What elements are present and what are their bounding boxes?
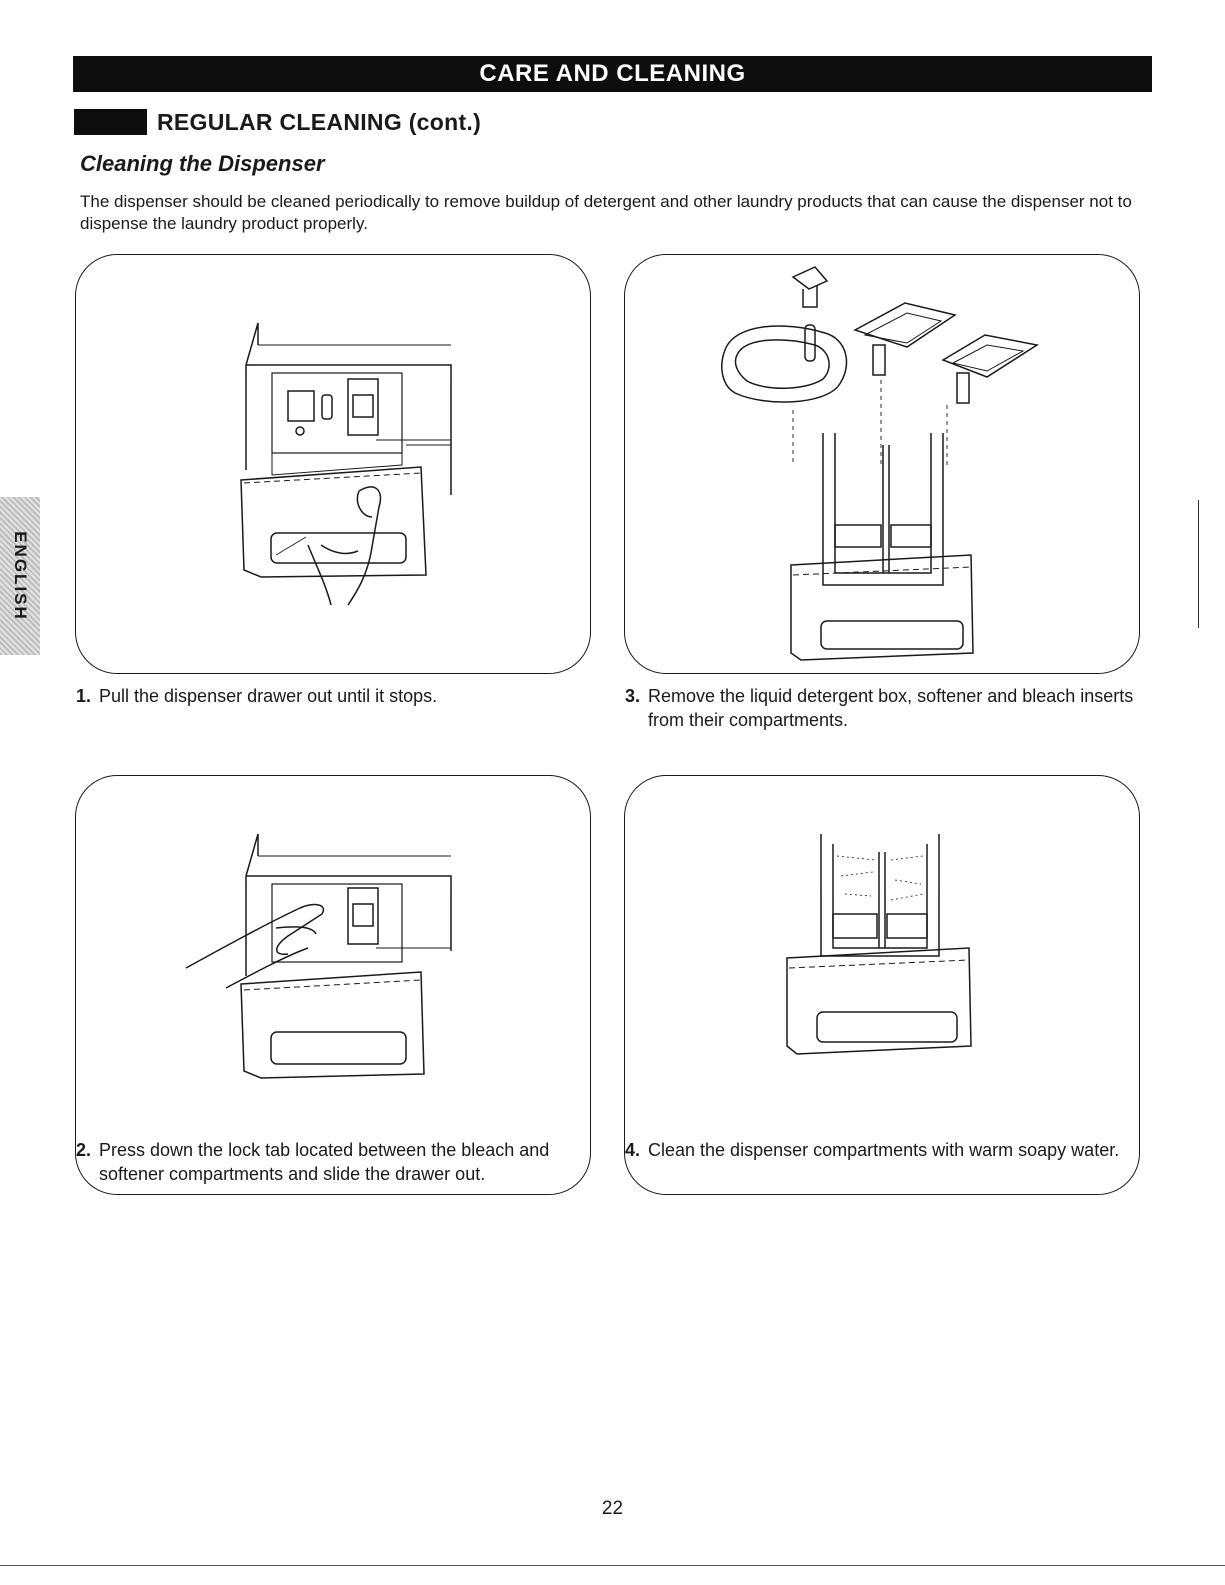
page-number: 22 xyxy=(601,1498,624,1519)
step-4: 4. Clean the dispenser compartments with… xyxy=(625,1138,1145,1162)
step-number: 2. xyxy=(76,1140,92,1160)
step-number: 1. xyxy=(76,686,92,706)
illustration-remove-inserts xyxy=(624,254,1140,674)
section-heading: REGULAR CLEANING (cont.) xyxy=(74,108,481,136)
illustration-clean-compartments xyxy=(624,775,1140,1195)
bottom-rule xyxy=(0,1565,1225,1566)
clean-drawing xyxy=(786,834,972,1055)
section-banner: CARE AND CLEANING xyxy=(73,56,1152,92)
step-2: 2. Press down the lock tab located betwe… xyxy=(76,1138,596,1186)
section-title: REGULAR CLEANING (cont.) xyxy=(157,108,482,135)
step-text: Pull the dispenser drawer out until it s… xyxy=(99,686,438,706)
margin-mark xyxy=(1198,500,1199,628)
step-1: 1. Pull the dispenser drawer out until i… xyxy=(76,684,596,708)
step-text: Clean the dispenser compartments with wa… xyxy=(648,1140,1120,1160)
step-text: Remove the liquid detergent box, softene… xyxy=(648,686,1134,730)
lock-tab-drawing xyxy=(185,833,452,1079)
step-3: 3. Remove the liquid detergent box, soft… xyxy=(625,684,1145,732)
illustration-pull-drawer xyxy=(75,254,591,674)
drawer-pull-drawing xyxy=(240,322,452,606)
heading-bar xyxy=(74,109,147,135)
illustration-press-lock-tab xyxy=(75,775,591,1195)
step-number: 3. xyxy=(625,686,641,706)
language-side-tab xyxy=(0,497,40,655)
subsection-title: Cleaning the Dispenser xyxy=(80,151,325,176)
intro-paragraph: The dispenser should be cleaned periodic… xyxy=(80,192,1132,233)
step-number: 4. xyxy=(625,1140,641,1160)
inserts-drawing xyxy=(721,266,1039,661)
step-text: Press down the lock tab located between … xyxy=(99,1140,550,1184)
language-label: ENGLISH xyxy=(11,531,30,621)
